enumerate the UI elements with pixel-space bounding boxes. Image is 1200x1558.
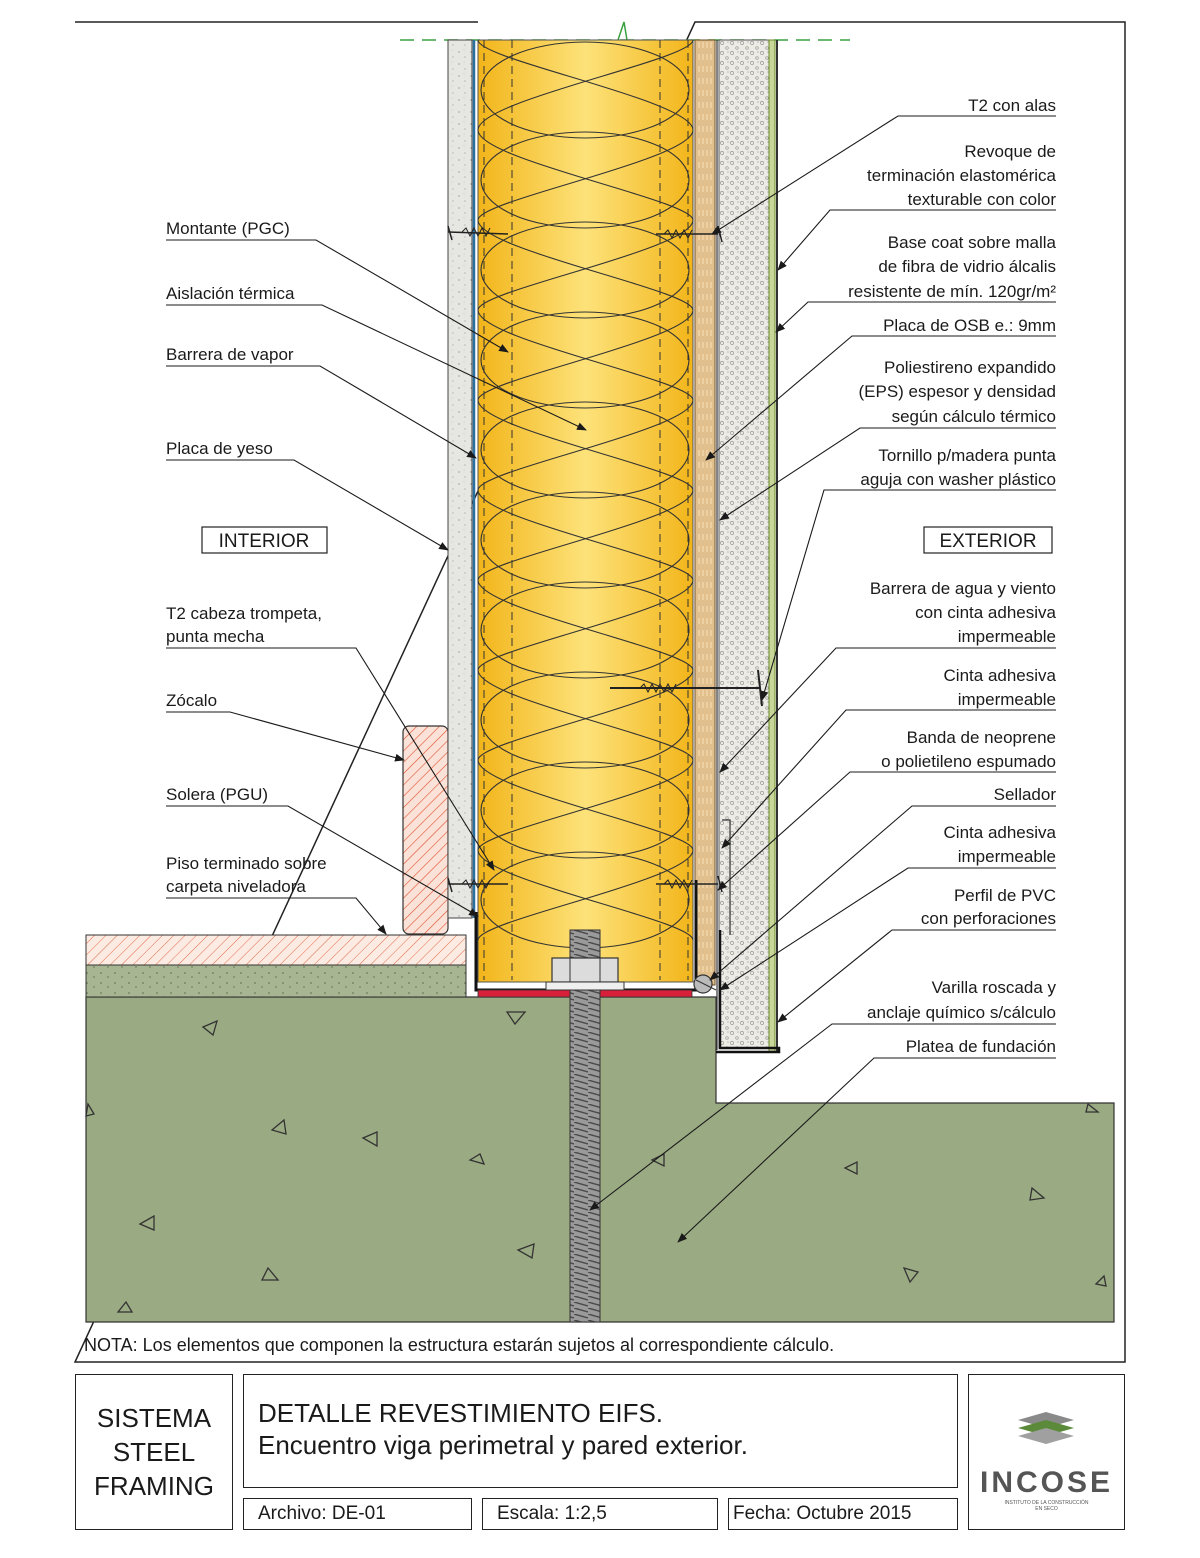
thermal-insulation bbox=[477, 39, 694, 983]
label-sellador: Sellador bbox=[994, 785, 1057, 804]
label-placa-yeso: Placa de yeso bbox=[166, 439, 273, 458]
title-box: DETALLE REVESTIMIENTO EIFS. Encuentro vi… bbox=[243, 1374, 958, 1488]
right-leader-lines bbox=[589, 115, 1056, 1243]
threaded-rod bbox=[569, 929, 601, 1323]
label-pvc-1: Perfil de PVC bbox=[954, 886, 1056, 905]
note-text: NOTA: Los elementos que componen la estr… bbox=[84, 1335, 834, 1355]
label-tornillo-2: aguja con washer plástico bbox=[860, 470, 1056, 489]
pvc-profile bbox=[716, 930, 781, 1054]
drawing-title: DETALLE REVESTIMIENTO EIFS. bbox=[258, 1398, 664, 1428]
label-tornillo-1: Tornillo p/madera punta bbox=[878, 446, 1056, 465]
aggregate-marks bbox=[85, 1011, 1107, 1313]
base-coat-mesh bbox=[768, 39, 776, 1053]
left-labels: Montante (PGC) Aislación térmica Barrera… bbox=[166, 219, 327, 896]
label-barrera-agua-3: impermeable bbox=[958, 627, 1056, 646]
logo-subtitle-2: EN SECO bbox=[1035, 1506, 1058, 1512]
eps-insulation bbox=[718, 39, 770, 1049]
label-t2-cabeza-1: T2 cabeza trompeta, bbox=[166, 604, 322, 623]
date-field: Fecha: Octubre 2015 bbox=[728, 1498, 958, 1530]
system-line-2: STEEL bbox=[112, 1437, 196, 1467]
anchor-washer bbox=[545, 981, 625, 991]
label-eps-1: Poliestireno expandido bbox=[884, 358, 1056, 377]
label-osb: Placa de OSB e.: 9mm bbox=[883, 316, 1056, 335]
label-varilla-1: Varilla roscada y bbox=[932, 978, 1057, 997]
logo-layers-icon bbox=[1018, 1412, 1074, 1444]
label-base-3: resistente de mín. 120gr/m² bbox=[848, 282, 1056, 301]
interior-box bbox=[201, 526, 328, 554]
exterior-box bbox=[923, 526, 1053, 554]
system-box: SISTEMA STEEL FRAMING bbox=[75, 1374, 233, 1530]
insulation-pattern bbox=[477, 39, 694, 949]
label-piso-1: Piso terminado sobre bbox=[166, 854, 327, 873]
gypsum-board bbox=[447, 39, 473, 919]
label-t2-alas: T2 con alas bbox=[968, 96, 1056, 115]
label-montante: Montante (PGC) bbox=[166, 219, 290, 238]
label-cinta2-2: impermeable bbox=[958, 847, 1056, 866]
label-revoque-2: terminación elastomérica bbox=[867, 166, 1057, 185]
label-cinta1-2: impermeable bbox=[958, 690, 1056, 709]
steel-stud-lines bbox=[483, 40, 689, 980]
label-base-2: de fibra de vidrio álcalis bbox=[878, 257, 1056, 276]
finished-floor bbox=[85, 934, 467, 966]
file-field: Archivo: DE-01 bbox=[243, 1498, 472, 1530]
logo-box: INCOSE INSTITUTO DE LA CONSTRUCCIÓN EN S… bbox=[968, 1374, 1125, 1530]
right-labels: T2 con alas Revoque de terminación elast… bbox=[848, 96, 1056, 1056]
left-leader-lines bbox=[166, 239, 587, 935]
label-interior: INTERIOR bbox=[219, 531, 310, 552]
label-cinta1-1: Cinta adhesiva bbox=[944, 666, 1057, 685]
adhesive-tape-profile bbox=[722, 819, 731, 935]
label-t2-cabeza-2: punta mecha bbox=[166, 627, 265, 646]
label-zocalo: Zócalo bbox=[166, 691, 217, 710]
system-line-1: SISTEMA bbox=[96, 1403, 212, 1433]
label-platea: Platea de fundación bbox=[906, 1037, 1056, 1056]
anchor-nut bbox=[551, 957, 619, 983]
label-barrera-agua-1: Barrera de agua y viento bbox=[870, 579, 1056, 598]
scale-field: Escala: 1:2,5 bbox=[482, 1498, 718, 1530]
label-varilla-2: anclaje químico s/cálculo bbox=[867, 1003, 1056, 1022]
system-line-3: FRAMING bbox=[94, 1471, 214, 1501]
label-pvc-2: con perforaciones bbox=[921, 909, 1056, 928]
label-exterior: EXTERIOR bbox=[939, 531, 1036, 552]
label-solera: Solera (PGU) bbox=[166, 785, 268, 804]
label-revoque-1: Revoque de bbox=[964, 142, 1056, 161]
label-base-1: Base coat sobre malla bbox=[888, 233, 1057, 252]
drawing-subtitle: Encuentro viga perimetral y pared exteri… bbox=[258, 1430, 748, 1460]
label-barrera-agua-2: con cinta adhesiva bbox=[915, 603, 1056, 622]
logo-name: INCOSE bbox=[979, 1466, 1114, 1499]
label-revoque-3: texturable con color bbox=[908, 190, 1057, 209]
label-barrera-vapor: Barrera de vapor bbox=[166, 345, 294, 364]
label-aislacion: Aislación térmica bbox=[166, 284, 295, 303]
label-eps-2: (EPS) espesor y densidad bbox=[859, 382, 1057, 401]
label-neopreno-2: o polietileno espumado bbox=[881, 752, 1056, 771]
label-cinta2-1: Cinta adhesiva bbox=[944, 823, 1057, 842]
leveling-screed bbox=[85, 964, 467, 998]
drawing-frame bbox=[73, 21, 1126, 1363]
sealant-detail bbox=[695, 979, 717, 991]
label-piso-2: carpeta niveladora bbox=[166, 877, 306, 896]
logo-subtitle-1: INSTITUTO DE LA CONSTRUCCIÓN bbox=[1004, 1500, 1089, 1506]
baseboard bbox=[402, 725, 449, 935]
osb-board bbox=[694, 39, 716, 986]
label-eps-3: según cálculo térmico bbox=[892, 407, 1056, 426]
label-neopreno-1: Banda de neoprene bbox=[907, 728, 1056, 747]
